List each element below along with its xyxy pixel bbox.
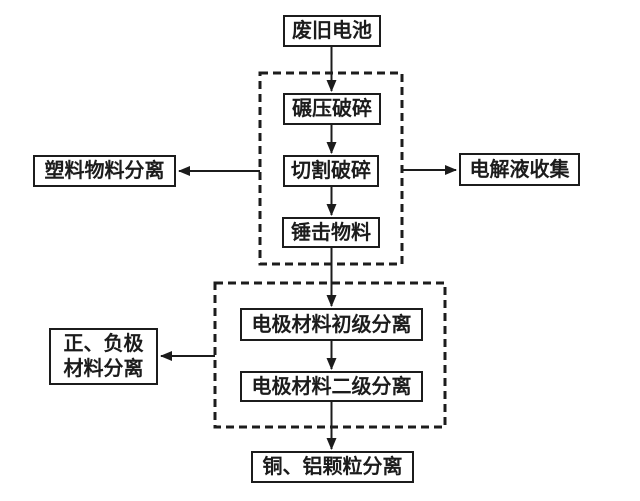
node-pos-neg-separation-label-line1: 正、负极 [63, 332, 144, 355]
node-electrolyte-collection: 电解液收集 [459, 153, 580, 186]
node-hammer-material: 锤击物料 [282, 217, 380, 248]
node-waste-battery: 废旧电池 [283, 15, 381, 47]
node-roll-crush: 碾压破碎 [283, 93, 381, 125]
node-cu-al-particle-separation: 铜、铝颗粒分离 [251, 451, 414, 483]
node-hammer-material-label: 锤击物料 [291, 221, 371, 244]
node-waste-battery-label: 废旧电池 [292, 20, 372, 42]
separation-stage-group-border [213, 281, 447, 429]
node-electrode-secondary-separation-label: 电极材料二级分离 [251, 375, 412, 398]
node-plastic-separation-label: 塑料物料分离 [44, 160, 165, 182]
node-roll-crush-label: 碾压破碎 [292, 98, 372, 120]
node-plastic-separation: 塑料物料分离 [33, 155, 176, 187]
node-cut-crush: 切割破碎 [283, 155, 379, 187]
node-electrode-secondary-separation: 电极材料二级分离 [240, 371, 423, 402]
node-electrode-primary-separation: 电极材料初级分离 [240, 308, 423, 341]
node-cu-al-particle-separation-label: 铜、铝颗粒分离 [262, 456, 403, 478]
node-electrolyte-collection-label: 电解液收集 [469, 158, 570, 181]
node-pos-neg-separation: 正、负极 材料分离 [49, 328, 158, 385]
node-cut-crush-label: 切割破碎 [291, 160, 371, 182]
node-pos-neg-separation-label-line2: 材料分离 [63, 357, 144, 380]
node-electrode-primary-separation-label: 电极材料初级分离 [251, 313, 412, 336]
